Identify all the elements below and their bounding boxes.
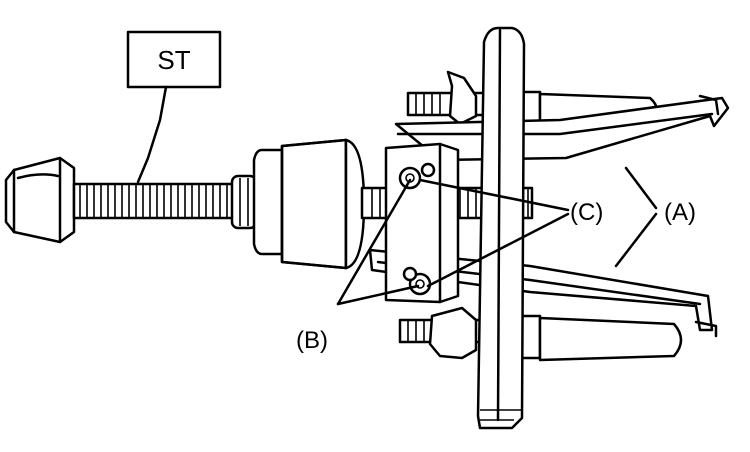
upper-screw	[398, 166, 422, 190]
collar	[230, 174, 258, 230]
st-label-box	[126, 30, 222, 89]
a-leader-lower	[614, 212, 658, 268]
c-leader-upper	[418, 178, 570, 212]
label-c: (C)	[570, 199, 603, 226]
label-a: (A)	[664, 199, 696, 226]
leader-lines	[336, 166, 658, 306]
hex-nut	[4, 156, 76, 244]
lower-bolt	[398, 306, 683, 362]
st-label-group: ST	[126, 30, 222, 184]
backing-plate	[476, 26, 526, 430]
clamp-block	[384, 142, 460, 304]
threaded-shaft	[72, 182, 242, 220]
b-leader-lower	[336, 284, 420, 306]
st-leader-line	[136, 85, 168, 184]
label-b: (B)	[296, 327, 328, 354]
b-leader-upper	[336, 178, 412, 306]
a-leader-upper	[624, 166, 658, 210]
st-label: ST	[157, 45, 190, 75]
c-leader-lower	[426, 212, 570, 288]
knurled-knob	[252, 138, 366, 270]
